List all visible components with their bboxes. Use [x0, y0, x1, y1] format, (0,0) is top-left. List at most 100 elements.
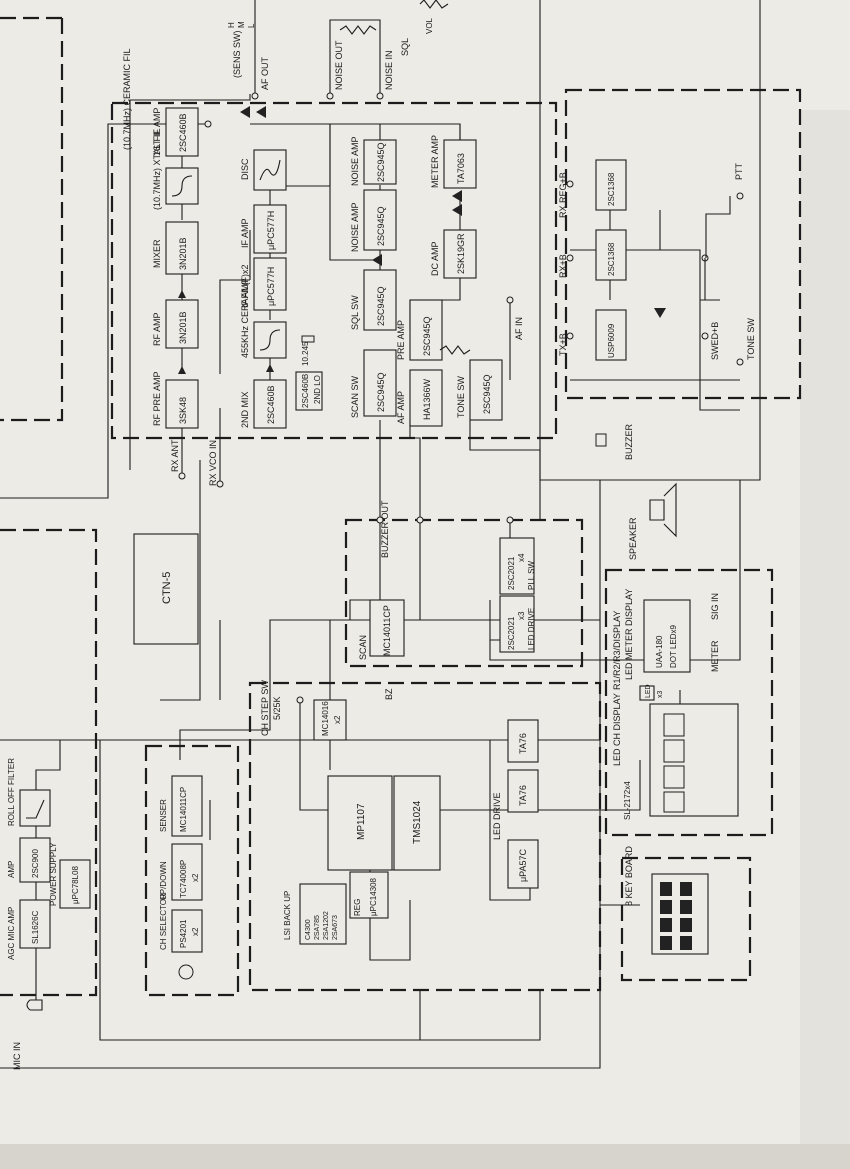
xtal-fil-label: (10.7MHz) XTAL FIL — [152, 128, 162, 210]
terminal — [376, 516, 384, 524]
step-val-label: 5/25K — [272, 696, 282, 720]
noise-amp-2-box — [363, 139, 397, 185]
resistor-icon — [439, 345, 471, 355]
ctn5-label: CTN-5 — [161, 572, 173, 604]
reg-2-box — [595, 229, 627, 281]
noise-amp-1-label: NOISE AMP — [350, 202, 360, 252]
second-mix-part: 2SC460B — [266, 385, 276, 424]
paper-edge — [0, 1144, 850, 1169]
mixer-box — [165, 221, 199, 275]
buzzer-out-label: BUZZER OUT — [380, 500, 390, 558]
rf-amp-label: RF AMP — [152, 312, 162, 346]
arrow-icon — [178, 366, 186, 374]
mc14016-box — [313, 699, 347, 741]
led-ch-part: SL-2172x4 — [623, 781, 632, 820]
lsi-backup-part: 2SA1202 — [323, 911, 330, 940]
pll-sw-qty: x4 — [517, 553, 526, 562]
ch-selector-box — [171, 909, 203, 953]
led-x3-box — [639, 685, 655, 701]
tms1024-part: TMS1024 — [412, 800, 423, 844]
if-amp-1-label: IF AMP — [240, 278, 250, 308]
af-amp-label: AF AMP — [396, 391, 406, 424]
pre-amp-box — [409, 299, 443, 361]
reg-1-part: 2SC1368 — [607, 172, 616, 206]
af-amp-box — [409, 369, 443, 427]
mc14016-qty: x2 — [333, 715, 342, 724]
ch-selector-qty: x2 — [191, 927, 200, 936]
power-supply-part: μPC78L08 — [71, 865, 80, 904]
rx-vco-in-label: RX VCO IN — [208, 440, 218, 486]
sens-sw-terminal — [204, 120, 212, 128]
disc-symbol — [259, 159, 281, 181]
rx-ant-terminal — [178, 472, 186, 480]
roll-off-symbol — [26, 799, 45, 819]
sql-sw-part: 2SC945Q — [376, 286, 386, 326]
arrow-icon — [178, 290, 186, 298]
mic-chain: MIC IN AGC MIC AMP SL1626C AMP 2SC900 RO… — [7, 758, 91, 1070]
swed-b-label: SWED+B — [710, 322, 720, 360]
amp-part: 2SC900 — [31, 849, 40, 878]
up-down-qty: x2 — [191, 873, 200, 882]
mic-amp-box — [19, 899, 51, 949]
display-module: R1/R2/R3/DISPLAY LED METER DISPLAY UAA-1… — [612, 589, 739, 955]
noise-in-label: NOISE IN — [384, 50, 394, 90]
seven-segment-display — [663, 713, 685, 813]
scan-ic-label: SCAN — [358, 635, 368, 660]
ch-selector-module: CH SELECTOR PS4201 x2 UP/DOWN TC74008P x… — [159, 775, 203, 980]
rx-b-label: RX+B — [558, 254, 568, 278]
upa57c-box — [507, 839, 539, 889]
disc-label: DISC — [240, 158, 250, 180]
led-drive-sw-box — [499, 595, 535, 653]
up-down-box — [171, 843, 203, 901]
segment-digit — [663, 765, 685, 789]
vol-resistor-icon — [419, 0, 449, 9]
lsi-backup-box — [299, 883, 347, 945]
tone-sw-ext-label: TONE SW — [746, 318, 756, 360]
amp-label: AMP — [7, 861, 16, 878]
dc-amp-box — [443, 229, 477, 279]
reg-1-box — [595, 159, 627, 211]
tone-terminal — [736, 358, 744, 366]
mp1107-box — [327, 775, 393, 871]
ta76b-part: TA76 — [518, 785, 528, 806]
led-x3-part: LED — [645, 684, 652, 698]
roll-off-label: ROLL OFF FILTER — [7, 758, 16, 826]
tone-sw-box — [469, 359, 503, 421]
noise-amp-1-part: 2SC945Q — [376, 206, 386, 246]
ch-selector-part: PS4201 — [179, 919, 188, 948]
mp1107-part: MP1107 — [356, 803, 367, 840]
dc-amp-part: 2SK19GR — [456, 233, 466, 274]
reg-3-box — [595, 309, 627, 361]
senser-label: SENSER — [159, 799, 168, 832]
ptt-label: PTT — [734, 162, 744, 180]
segment-digit — [663, 739, 685, 763]
lsi-backup-part: C4300 — [305, 919, 312, 940]
noise-amp-2-label: NOISE AMP — [350, 136, 360, 186]
mixer-label: MIXER — [152, 239, 162, 268]
led-drive-sw-qty: x3 — [517, 611, 526, 620]
pre-amp-part: 2SC945Q — [422, 316, 432, 356]
if-amp-2-label: IF AMP — [240, 218, 250, 248]
led-meter-part: UAA-180 — [655, 635, 664, 668]
second-mix-box — [253, 379, 287, 429]
up-down-label: UP/DOWN — [159, 861, 168, 900]
ceramic-fil-label: (10.7MHz) CERAMIC FIL — [122, 48, 132, 150]
scan-sw-part: 2SC945Q — [376, 372, 386, 412]
first-if-amp-box — [165, 107, 199, 157]
mc14016-part: MC14016 — [321, 701, 330, 736]
mic-amp-label: AGC MIC AMP — [7, 907, 16, 960]
led-drive-sw-label: LED DRIVE — [527, 608, 536, 650]
power-supply-box — [59, 859, 91, 909]
reg-lsi-part: μPC14308 — [369, 877, 378, 916]
second-mix-label: 2ND MIX — [240, 391, 250, 428]
rf-amp-part: 3N201B — [178, 311, 188, 344]
reg-lsi-label: REG — [353, 899, 362, 916]
sens-h-label: H — [227, 22, 236, 28]
meter-amp-label: METER AMP — [430, 135, 440, 188]
sql-sw-label: SQL SW — [350, 295, 360, 330]
keypad-icon — [660, 882, 692, 950]
scan-sw-box — [363, 349, 397, 417]
rx-b-terminal — [566, 254, 574, 262]
knob-icon — [178, 964, 194, 980]
lsi-backup-part: 2SA673 — [332, 915, 339, 940]
